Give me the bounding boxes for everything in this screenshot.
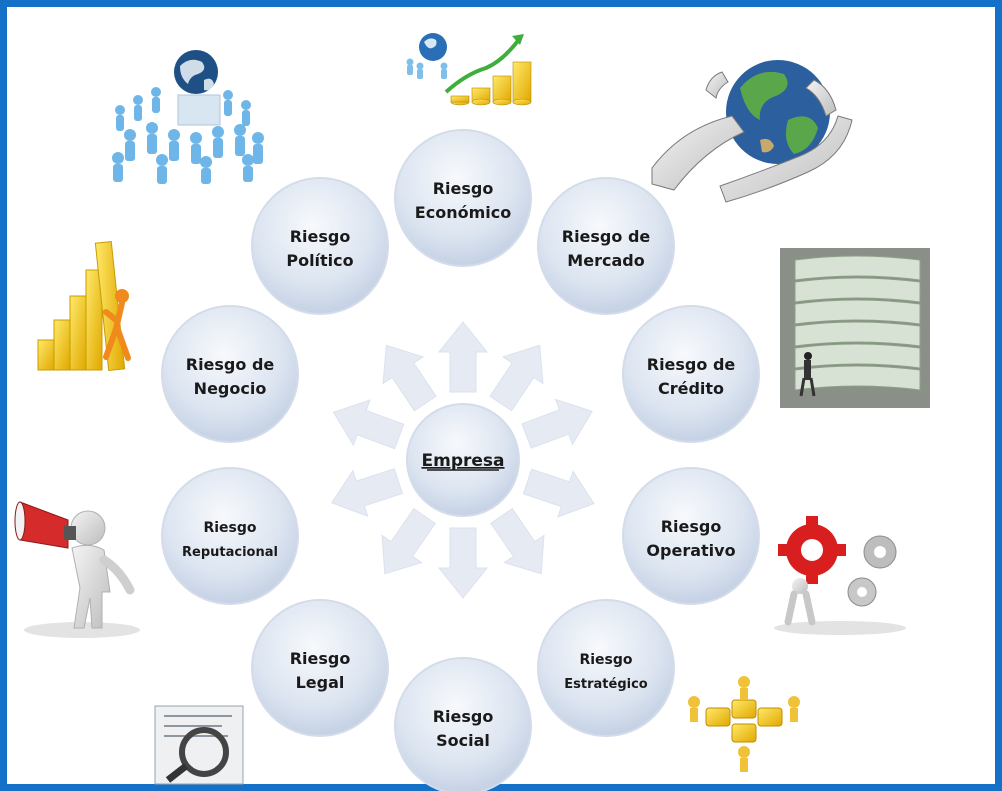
- risk-node: Riesgo de Crédito: [622, 305, 760, 443]
- risk-label-line: Riesgo: [290, 649, 351, 668]
- risk-circle: [622, 467, 760, 605]
- gears-figure-icon: [774, 516, 906, 635]
- magnifier-document-icon: [154, 705, 244, 785]
- risk-label-line: Riesgo: [290, 227, 351, 246]
- risk-label-line: Mercado: [567, 251, 644, 270]
- risk-circle: [537, 599, 675, 737]
- risk-circle: [161, 467, 299, 605]
- risk-label-line: Estratégico: [564, 677, 648, 692]
- arrow: [490, 507, 545, 575]
- risk-circle: [537, 177, 675, 315]
- arrow: [332, 399, 405, 450]
- megaphone-figure-icon: [14, 501, 140, 638]
- risk-label-line: Riesgo de: [647, 355, 736, 374]
- arrow: [521, 398, 593, 449]
- risk-circle: [251, 177, 389, 315]
- risk-label-line: Operativo: [646, 541, 735, 560]
- robot-hands-globe-icon: [651, 60, 853, 203]
- risk-label-line: Riesgo de: [186, 355, 275, 374]
- arrow: [489, 344, 544, 412]
- risk-circle: [394, 129, 532, 267]
- arrow: [437, 321, 489, 393]
- bar-chart-push-icon: [37, 240, 131, 372]
- risk-label-line: Crédito: [658, 379, 724, 398]
- globe-growth-coins-icon: [406, 33, 532, 106]
- arrow: [382, 344, 437, 412]
- arrow: [522, 468, 595, 518]
- risk-label-line: Político: [286, 251, 353, 270]
- risk-circle: [622, 305, 760, 443]
- risk-circle: [161, 305, 299, 443]
- arrow: [437, 527, 489, 599]
- risk-circle: [394, 657, 532, 791]
- risk-label-line: Económico: [415, 203, 511, 222]
- arrows-group: [331, 321, 595, 599]
- risk-circle: [251, 599, 389, 737]
- risk-label-line: Reputacional: [182, 545, 278, 560]
- risk-label-line: Legal: [296, 673, 345, 692]
- center-node: Empresa: [406, 403, 520, 517]
- risk-label-line: Riesgo: [661, 517, 722, 536]
- arrow: [331, 468, 404, 518]
- risk-label-line: Negocio: [194, 379, 267, 398]
- risk-label-line: Riesgo: [433, 707, 494, 726]
- risk-label-line: Social: [436, 731, 490, 750]
- risk-node: Riesgo de Negocio: [161, 305, 299, 443]
- crowd-globe-icon: [100, 50, 272, 185]
- center-label: Empresa: [422, 451, 505, 471]
- risk-label-line: Riesgo: [433, 179, 494, 198]
- risk-node: Riesgo de Mercado: [537, 177, 675, 315]
- risk-label-line: Riesgo de: [562, 227, 651, 246]
- puzzle-team-icon: [688, 676, 800, 772]
- arrow: [381, 507, 436, 575]
- money-stack-icon: [780, 248, 930, 408]
- risk-label-line: Riesgo: [203, 520, 256, 536]
- risk-label-line: Riesgo: [579, 652, 632, 668]
